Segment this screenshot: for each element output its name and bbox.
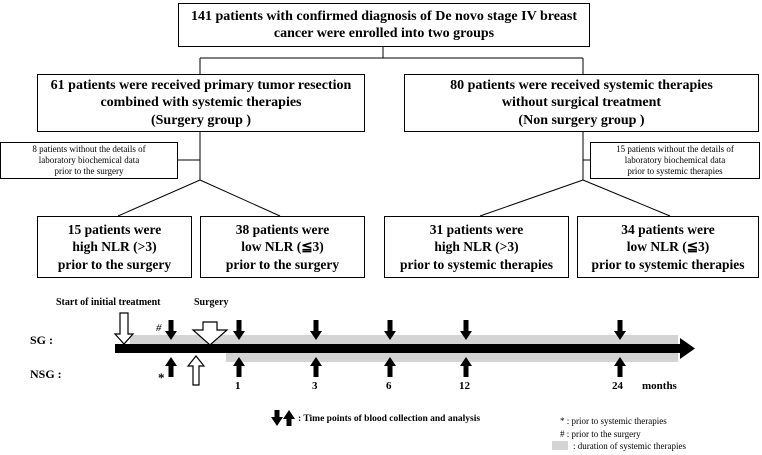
nsg-low-line-3: prior to systemic therapies — [591, 256, 745, 272]
nsg-low-line-2: low NLR (≦3) — [626, 239, 710, 255]
therapy-band-sg — [130, 335, 678, 344]
sg-high-nlr-box: 15 patients were high NLR (>3) prior to … — [37, 216, 192, 278]
sg-high-line-3: prior to the surgery — [57, 256, 172, 272]
sg-high-line-1: 15 patients were — [67, 222, 162, 238]
nsg-high-line-1: 31 patients were — [429, 222, 524, 238]
month-label-3: 3 — [312, 380, 318, 392]
sg-low-nlr-box: 38 patients were low NLR (≦3) prior to t… — [200, 216, 365, 278]
excluded-surgery-line-3: prior to the surgery — [54, 166, 124, 177]
arrow-legend-text: : Time points of blood collection and an… — [298, 414, 480, 424]
nsg-collection-arrow-4 — [460, 357, 472, 377]
sg-label: SG : — [30, 333, 53, 347]
hash-marker: # — [156, 322, 162, 334]
sg-high-line-2: high NLR (>3) — [72, 239, 157, 255]
therapy-band-nsg — [226, 353, 678, 362]
sg-low-line-1: 38 patients were — [235, 222, 330, 238]
connector-lines — [117, 47, 671, 217]
month-label-1: 1 — [235, 380, 241, 392]
sg-collection-arrow-0 — [165, 320, 177, 340]
sg-low-line-3: prior to the surgery — [225, 256, 340, 272]
nsg-collection-arrow-0 — [165, 357, 177, 377]
nsg-start-arrow — [186, 355, 206, 386]
excluded-non-surgery-line-1: 15 patients without the details of — [616, 143, 734, 154]
nsg-high-line-3: prior to systemic therapies — [399, 256, 554, 272]
enrollment-line-1: 141 patients with confirmed diagnosis of… — [190, 8, 578, 24]
sg-collection-arrow-2 — [310, 320, 322, 340]
star-marker: * — [158, 370, 165, 385]
enrollment-line-2: cancer were enrolled into two groups — [273, 26, 495, 41]
legend-gray-swatch — [552, 441, 568, 450]
start-treatment-arrow — [113, 312, 135, 345]
legend-arrows — [271, 410, 295, 426]
legend-up-arrow — [283, 410, 295, 426]
timeline-arrowhead — [680, 338, 695, 359]
enrollment-box: 141 patients with confirmed diagnosis of… — [178, 3, 590, 47]
excluded-surgery-box: 8 patients without the details of labora… — [0, 142, 178, 179]
excluded-non-surgery-line-2: laboratory biochemical data — [624, 154, 726, 165]
sg-low-line-2: low NLR (≦3) — [241, 239, 324, 255]
months-unit-label: months — [642, 380, 678, 392]
excluded-surgery-line-1: 8 patients without the details of — [32, 143, 146, 154]
nsg-low-nlr-box: 34 patients were low NLR (≦3) prior to s… — [577, 216, 759, 278]
month-label-24: 24 — [612, 380, 624, 392]
surgery-label: Surgery — [194, 297, 228, 308]
non-surgery-group-line-3: (Non surgery group ) — [518, 112, 645, 128]
nsg-high-line-2: high NLR (>3) — [434, 239, 519, 255]
month-label-6: 6 — [386, 380, 392, 392]
nsg-collection-arrow-2 — [310, 357, 322, 377]
nsg-high-nlr-box: 31 patients were high NLR (>3) prior to … — [384, 216, 569, 278]
surgery-group-line-2: combined with systemic therapies — [100, 95, 302, 111]
nsg-label: NSG : — [30, 367, 62, 381]
surgery-arrow — [191, 321, 229, 346]
nsg-collection-arrow-5 — [614, 357, 626, 377]
nsg-collection-arrow-3 — [384, 357, 396, 377]
excluded-non-surgery-line-3: prior to systemic therapies — [627, 166, 723, 177]
legend-hash-text: # : prior to the surgery — [560, 429, 641, 439]
legend-gray-text: : duration of systemic therapies — [573, 441, 686, 451]
timeline-bar — [115, 344, 683, 353]
sg-collection-arrow-5 — [614, 320, 626, 340]
non-surgery-group-line-1: 80 patients were received systemic thera… — [450, 77, 713, 93]
surgery-group-line-3: (Surgery group ) — [150, 112, 252, 128]
sg-collection-arrow-1 — [233, 320, 245, 340]
sg-collection-arrow-4 — [460, 320, 472, 340]
non-surgery-group-box: 80 patients were received systemic thera… — [404, 74, 759, 132]
excluded-surgery-line-2: laboratory biochemical data — [38, 154, 140, 165]
nsg-collection-arrow-1 — [233, 357, 245, 377]
sg-collection-arrow-3 — [384, 320, 396, 340]
surgery-group-box: 61 patients were received primary tumor … — [37, 74, 365, 132]
excluded-non-surgery-box: 15 patients without the details of labor… — [590, 142, 760, 179]
legend-star-text: * : prior to systemic therapies — [560, 416, 667, 426]
start-treatment-label: Start of initial treatment — [56, 297, 161, 308]
non-surgery-group-line-2: without surgical treatment — [501, 95, 662, 111]
surgery-group-line-1: 61 patients were received primary tumor … — [50, 77, 352, 93]
month-label-12: 12 — [459, 380, 471, 392]
legend-down-arrow — [271, 410, 283, 426]
nsg-low-line-1: 34 patients were — [621, 222, 715, 238]
blood-collection-arrows — [165, 320, 626, 377]
